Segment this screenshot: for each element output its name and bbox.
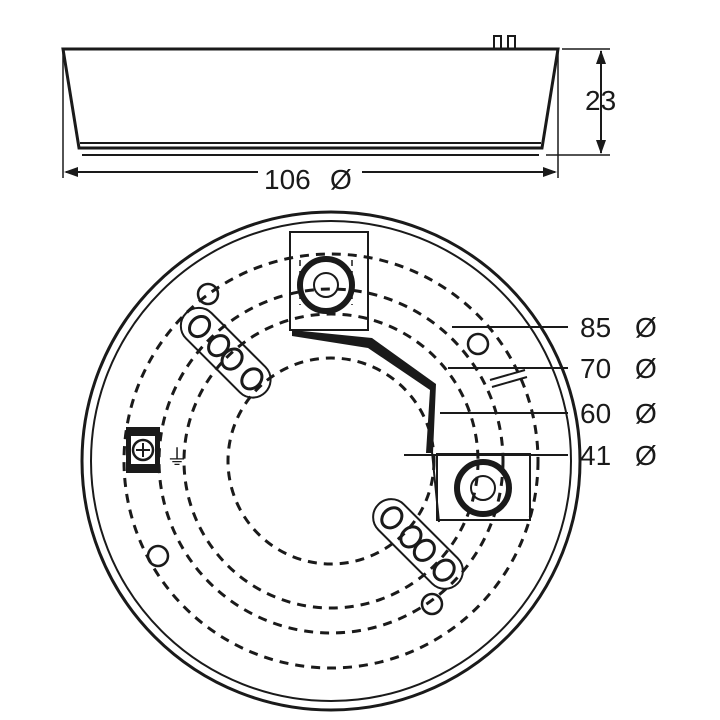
wire-channel [292,330,436,453]
mounting-hole [196,282,220,306]
mounting-hole [420,592,444,616]
mounting-hole [466,332,490,356]
mounting-hole [146,544,170,568]
ring-41 [226,356,436,566]
terminal-screw [380,506,404,530]
top-connector-pin [493,35,502,50]
height-dimension: 23 [546,48,616,156]
ground-icon: ⏚ [166,446,188,471]
terminal-block-lower [372,498,464,590]
diameter-41-value: 41 [580,440,611,471]
ring-85 [122,252,540,670]
earth-terminal: ⏚ [126,427,188,473]
diameter-85-value: 85 [580,312,611,343]
diameter-85-symbol: Ø [635,312,657,343]
terminal-screw [399,525,423,549]
width-dimension-value: 106 [264,164,311,195]
diameter-60-symbol: Ø [635,398,657,429]
width-diameter-symbol: Ø [330,164,352,195]
screw-hole [313,272,339,298]
side-view: 106 Ø 23 [61,35,616,195]
screw-hole [470,475,496,501]
top-connector-pin [507,35,516,50]
height-dimension-value: 23 [585,85,616,116]
top-view: ⏚ 85 Ø 70 Ø 60 Ø 41 Ø [80,210,657,712]
diameter-70-value: 70 [580,353,611,384]
cable-slot [489,369,528,388]
width-dimension: 106 Ø [62,49,559,195]
terminal-screw [432,558,456,582]
terminal-screw [220,347,244,371]
outer-rim-inner [90,220,572,702]
terminal-screw [187,314,212,339]
side-view-body [61,47,560,150]
ring-70 [157,287,505,635]
outer-rim-outer [80,210,582,712]
diameter-41-symbol: Ø [635,440,657,471]
lower-mounting-boss [436,453,531,521]
terminal-screw [240,367,264,391]
top-mounting-boss [289,231,369,331]
diameter-70-symbol: Ø [635,353,657,384]
diameter-60-value: 60 [580,398,611,429]
terminal-block-upper [179,306,272,399]
terminal-screw [412,538,436,562]
